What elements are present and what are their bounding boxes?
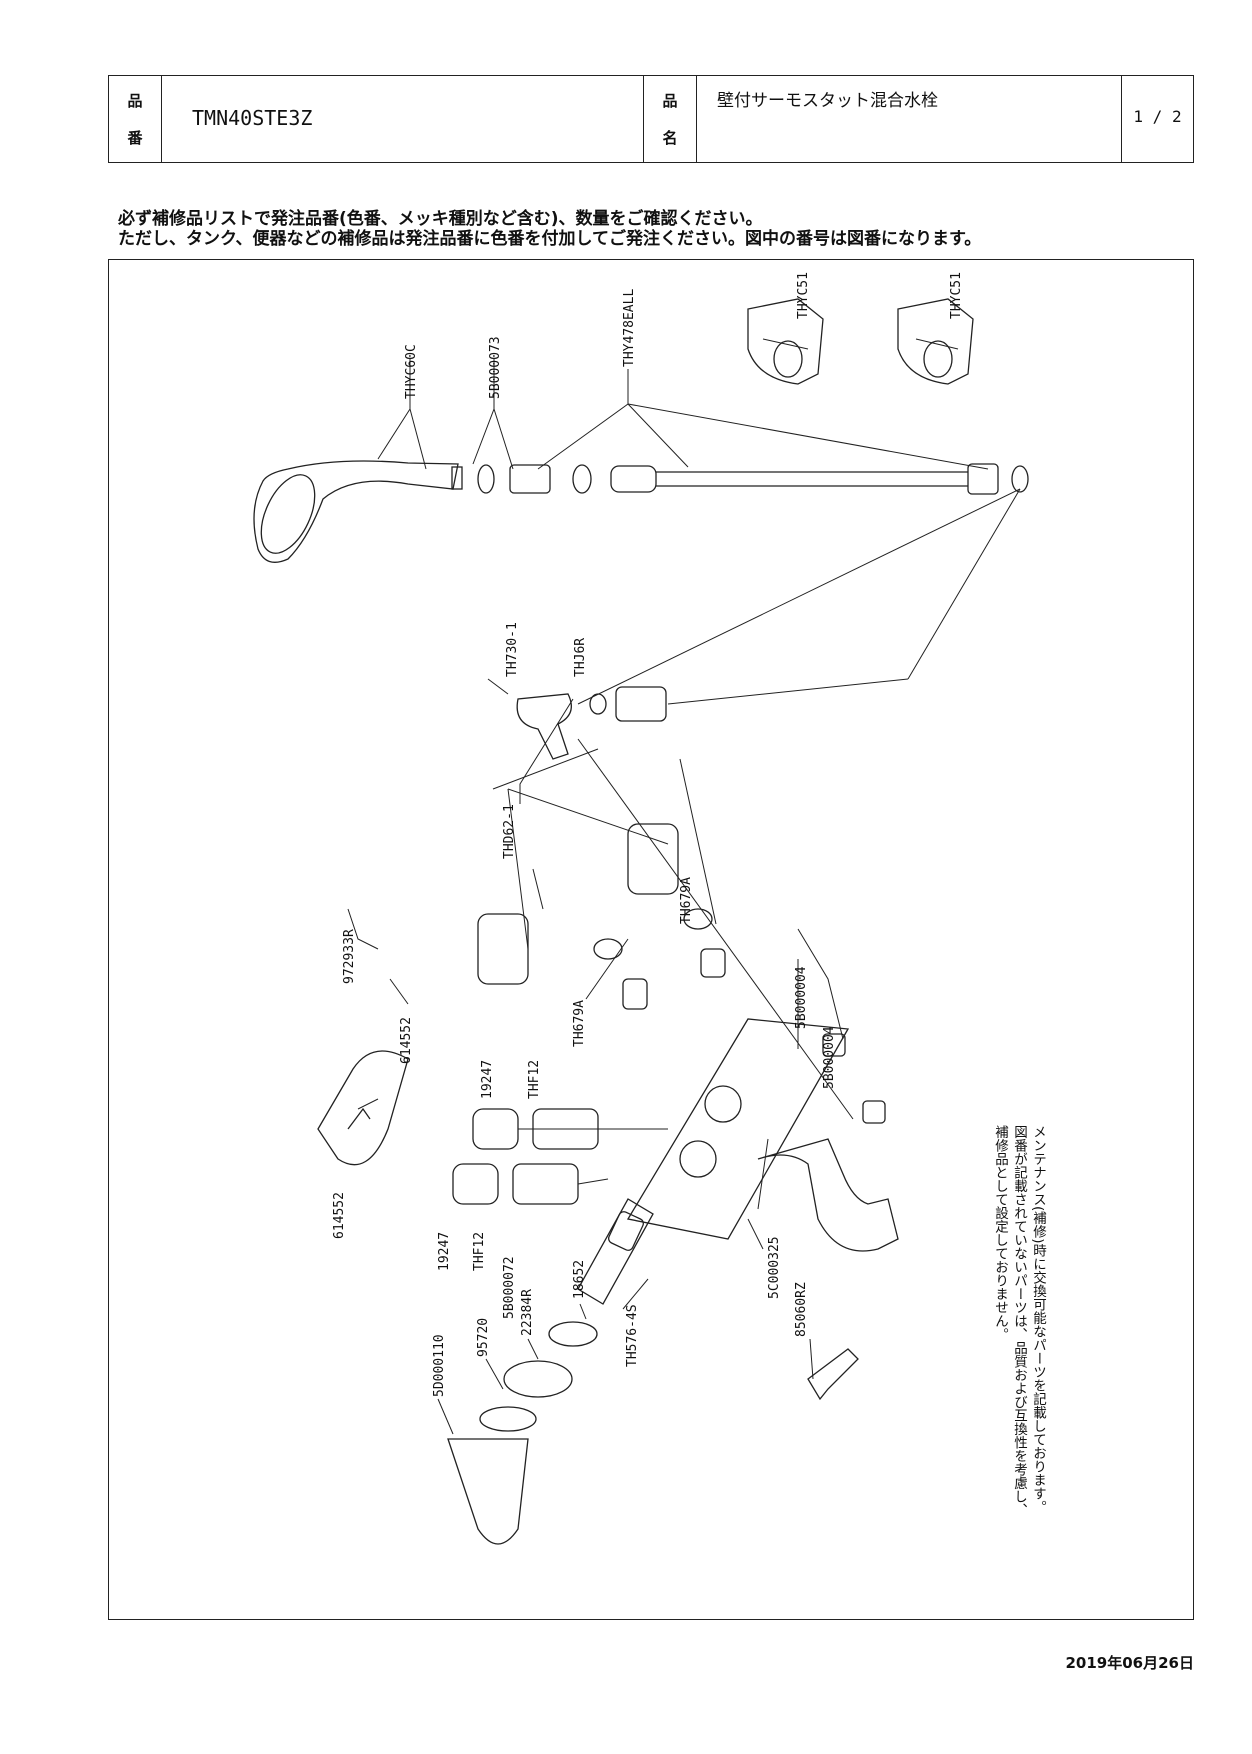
diagram-frame: [108, 259, 1194, 1620]
leader-lines: [347, 338, 1021, 1435]
title-block: 品 番 TMN40STE3Z 品 名 壁付サーモスタット混合水栓 1 / 2: [108, 75, 1194, 163]
maintenance-note-line-2: 図番が記載されていないパーツは、品質および互換性を考慮し、: [1011, 1125, 1027, 1517]
issue-date: 2019年06月26日: [1065, 1654, 1195, 1672]
hinban-label-bottom: 番: [127, 129, 143, 147]
order-notice: 必ず補修品リストで発注品番(色番、メッキ種別など含む)、数量をご確認ください。 …: [118, 209, 981, 249]
label-5D000110: 5D000110: [432, 1334, 447, 1397]
hook-drawing-2: [897, 298, 974, 385]
label-95720: 95720: [476, 1318, 491, 1357]
check-valve-drawings: [477, 823, 726, 1010]
notice-line-1: 必ず補修品リストで発注品番(色番、メッキ種別など含む)、数量をご確認ください。: [118, 209, 763, 229]
label-TH679A-2: TH679A: [572, 1000, 587, 1047]
label-THJ6R: THJ6R: [573, 638, 588, 677]
label-85060RZ: 85060RZ: [794, 1282, 809, 1337]
page-cell: 1 / 2: [1122, 76, 1193, 162]
label-TH576-4S: TH576-4S: [625, 1304, 640, 1367]
hinmei-label-bottom: 名: [662, 129, 678, 147]
hook-drawing-1: [747, 298, 824, 385]
maintenance-note-line-3: 補修品として設定しておりません。: [992, 1125, 1008, 1341]
hinmei-label: 品 名: [644, 76, 697, 162]
maintenance-note: メンテナンス(補修)時に交換可能なパーツを記載しております。 図番が記載されてい…: [990, 1125, 1047, 1517]
page-number: 1 / 2: [1133, 107, 1182, 126]
label-THY478EALL: THY478EALL: [622, 289, 637, 367]
maintenance-note-line-1: メンテナンス(補修)時に交換可能なパーツを記載しております。: [1030, 1125, 1046, 1514]
label-19247-2: 19247: [437, 1232, 452, 1271]
product-number: TMN40STE3Z: [192, 106, 313, 130]
notice-line-2: ただし、タンク、便器などの補修品は発注品番に色番を付加してご発注ください。図中の…: [118, 229, 982, 249]
cartridge-drawings: [452, 1108, 599, 1205]
hinban-label: 品 番: [109, 76, 162, 162]
shower-head-drawing: [253, 460, 657, 563]
label-5B000073: 5B000073: [488, 336, 503, 399]
label-614552-1: 614552: [399, 1017, 414, 1064]
hinban-cell: TMN40STE3Z: [162, 76, 644, 162]
label-THF12-1: THF12: [527, 1060, 542, 1099]
label-TH730-1: TH730-1: [505, 622, 520, 677]
shower-hose-drawing: [656, 463, 1029, 495]
thermostat-cartridge-drawing: [447, 1198, 654, 1545]
label-THYC60C: THYC60C: [404, 344, 419, 399]
label-18652: 18652: [572, 1260, 587, 1299]
part-labels: THYC60C 5B000073 THY478EALL THYC51 THYC5…: [332, 272, 964, 1397]
label-5B000004-1: 5B000004: [794, 966, 809, 1029]
label-972933R: 972933R: [342, 929, 357, 984]
label-THD62-1: THD62-1: [502, 804, 517, 859]
label-THYC51-2: THYC51: [949, 272, 964, 319]
temperature-handle-drawing: [317, 1050, 409, 1166]
product-name: 壁付サーモスタット混合水栓: [717, 91, 938, 111]
exploded-parts-diagram: THYC60C 5B000073 THY478EALL THYC51 THYC5…: [253, 272, 1029, 1545]
label-THF12-2: THF12: [472, 1232, 487, 1271]
label-5C000325: 5C000325: [767, 1236, 782, 1299]
hinban-label-top: 品: [127, 92, 143, 110]
label-THYC51-1: THYC51: [796, 272, 811, 319]
label-5B000072: 5B000072: [502, 1256, 517, 1319]
label-19247-1: 19247: [480, 1060, 495, 1099]
hinmei-cell: 壁付サーモスタット混合水栓: [697, 76, 1122, 162]
hinmei-label-top: 品: [662, 92, 678, 110]
key-drawing: [807, 1348, 859, 1401]
label-5B000004-2: 5B000004: [822, 1026, 837, 1089]
spout-drawing: [757, 1138, 899, 1252]
label-TH679A-1: TH679A: [679, 877, 694, 924]
label-614552-2: 614552: [332, 1192, 347, 1239]
label-22384R: 22384R: [520, 1289, 535, 1336]
mixer-body-drawing: [626, 1018, 886, 1240]
